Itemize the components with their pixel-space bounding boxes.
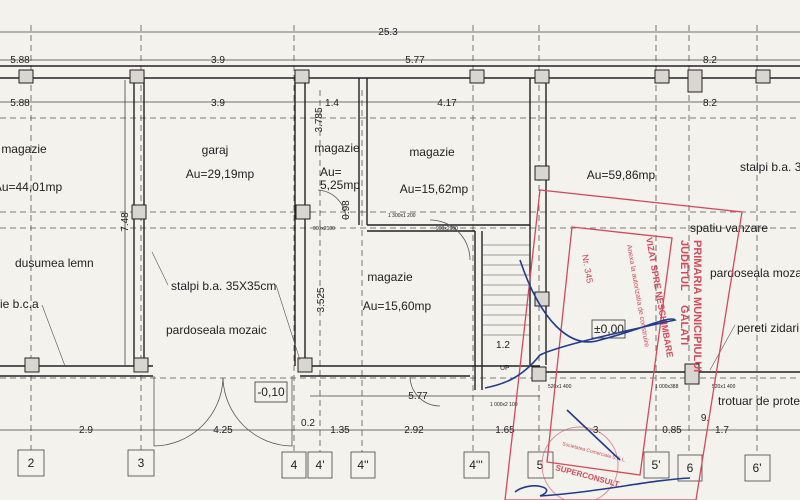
dim-top-outer: 5.77 (405, 55, 425, 66)
stamp-company-ring: Societatea Comerciala S.R.L. (561, 441, 626, 464)
dim-top-inner: 5.88 (10, 98, 30, 109)
note-floor-wood: dusumea lemn (15, 256, 94, 270)
grid-axis-labels: 2 3 4 4' 4'' 4''' 5 5' 6 6' (17, 449, 771, 482)
dim-bottom: 4.25 (213, 425, 233, 436)
axis-label: 5' (652, 458, 661, 472)
room-area: Au=29,19mp (186, 167, 255, 181)
note-mosaic-right: pardoseala moza (710, 266, 800, 280)
opening-label: 1 000x2 100 (490, 402, 518, 408)
dim-bottom: 0.2 (301, 418, 315, 429)
opening-label: 520x1 400 (548, 384, 572, 390)
note-sidewalk: trotuar de prote (718, 394, 800, 408)
axis-label: 4'' (357, 458, 368, 472)
dim-top-inner: 3.9 (211, 98, 225, 109)
dim-overall: 25.3 (378, 27, 398, 38)
room-area: Au=44,01mp (0, 180, 63, 194)
dim-vertical: 7.48 (120, 212, 131, 232)
dim-bottom: 0.85 (662, 425, 682, 436)
dim-top-inner: 4.17 (437, 98, 457, 109)
dim-top-inner: 1.4 (325, 98, 339, 109)
dim-bottom: 2.9 (79, 425, 93, 436)
doors (153, 189, 471, 447)
opening-label: 1 000x388 (655, 384, 679, 390)
opening-label: 900x2100 (436, 226, 458, 232)
room-area: Au=15,60mp (363, 299, 432, 313)
stamp-text: GALATI (678, 305, 690, 345)
dim-top-inner: 8.2 (703, 98, 717, 109)
dim-vertical: 1.2 (496, 340, 510, 351)
dim-vertical: 0.98 (341, 200, 352, 220)
level-outside: -0,10 (257, 385, 285, 399)
room-name: garaj (202, 143, 229, 157)
dim-vertical: 9. (701, 413, 709, 424)
axis-label: 6' (753, 461, 762, 475)
note-bca: ie b.c.a (0, 297, 39, 311)
signature-marks (484, 259, 691, 497)
note-columns: stalpi b.a. 35X35cm (171, 279, 276, 293)
stairs-up-label: UP (500, 365, 510, 372)
axis-label: 2 (28, 456, 35, 470)
room-name: magazie (1, 142, 47, 156)
dim-top-outer: 3.9 (211, 55, 225, 66)
axis-label: 6 (687, 461, 694, 475)
opening-label: 520x1 400 (712, 384, 736, 390)
axis-label: 4' (316, 458, 325, 472)
room-area: Au=15,62mp (400, 182, 469, 196)
walls (0, 65, 800, 390)
note-columns-right: stalpi b.a. 3 (740, 160, 800, 174)
grid-lines (0, 25, 800, 452)
room-area: Au= (320, 165, 342, 179)
dim-vertical: 3.525 (316, 287, 327, 312)
dim-top-outer: 8.2 (703, 55, 717, 66)
opening-label: 900x2100 (313, 226, 335, 232)
dim-bottom: 1.35 (330, 425, 350, 436)
room-area: Au=59,86mp (587, 168, 656, 182)
axis-label: 4''' (469, 458, 483, 472)
columns (18, 69, 771, 385)
dim-top-outer: 5.88 (10, 55, 30, 66)
axis-label: 3 (138, 456, 145, 470)
dim-bottom: 1.65 (495, 425, 515, 436)
dim-mid-bottom: 5.77 (408, 391, 428, 402)
room-area: 5,25mp (320, 178, 360, 192)
note-walls-right: pereti zidari (737, 321, 799, 335)
room-name: magazie (409, 145, 455, 159)
note-mosaic: pardoseala mozaic (166, 323, 267, 337)
dim-bottom: 1.7 (715, 425, 729, 436)
dim-bottom: 2.92 (404, 425, 424, 436)
room-name: magazie (314, 141, 360, 155)
staircase (482, 244, 530, 336)
stamp-text: PRIMARIA MUNICIPIULUI (691, 240, 703, 372)
room-name: magazie (367, 270, 413, 284)
axis-label: 4 (291, 458, 298, 472)
opening-label: 1 300x1 200 (388, 213, 416, 219)
axis-label: 5 (537, 458, 544, 472)
room-name: spatiu vanzare (690, 221, 768, 235)
leader-lines (41, 251, 736, 371)
dim-vertical: 3.785 (314, 107, 325, 132)
stamp-number: Nr. 345 (580, 254, 595, 284)
stamp-text: JUDETUL (678, 240, 690, 291)
